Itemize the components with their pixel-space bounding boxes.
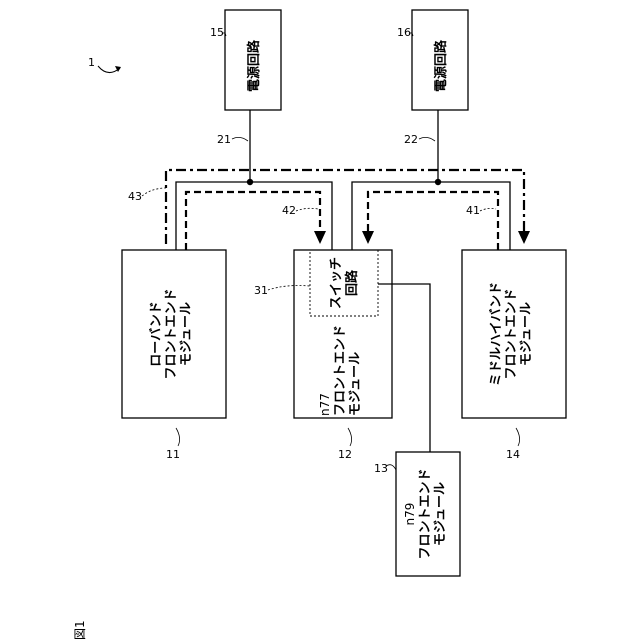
switch-circuit-ref: 31 xyxy=(254,284,268,297)
power-circuit-16-label: 電源回路 xyxy=(433,39,449,92)
n77-line-1: n77 xyxy=(318,393,332,416)
mid-high-band-line-1: ミドルハイバンド xyxy=(489,282,504,386)
system-ref-label: 1 xyxy=(88,56,95,69)
path-41-leader xyxy=(480,208,496,211)
path-43-leader xyxy=(142,188,166,196)
mid-high-band-module-ref: 14 xyxy=(506,448,520,461)
figure-label: 図1 xyxy=(73,620,87,640)
low-band-module-leader xyxy=(176,428,180,446)
n77-line-3: モジュール xyxy=(348,352,363,416)
mid-high-band-line-2: フロントエンド xyxy=(504,288,519,379)
path-41-dashed xyxy=(368,192,498,250)
path-43-arrowhead xyxy=(518,231,530,244)
path-41-ref: 41 xyxy=(466,204,480,217)
left-junction xyxy=(247,179,253,185)
right-junction xyxy=(435,179,441,185)
switch-circuit-line-2: 回路 xyxy=(344,269,360,296)
low-band-line-2: フロントエンド xyxy=(164,288,179,379)
path-42-ref: 42 xyxy=(282,204,296,217)
path-42-arrowhead xyxy=(314,231,326,244)
low-band-module-ref: 11 xyxy=(166,448,180,461)
low-band-line-3: モジュール xyxy=(179,302,194,366)
path-42-leader xyxy=(296,208,318,211)
low-band-line-1: ローバンド xyxy=(149,301,164,367)
power-circuit-15-ref: 15 xyxy=(210,26,224,39)
power-line-21-ref: 21 xyxy=(217,133,231,146)
switch-circuit-line-1: スイッチ xyxy=(329,257,344,309)
path-41-arrowhead xyxy=(362,231,374,244)
power-line-21-leader xyxy=(232,137,248,141)
low-band-module-text: ローバンド フロントエンド モジュール xyxy=(149,288,194,379)
power-circuit-16-ref: 16 xyxy=(397,26,411,39)
n79-line-2: フロントエンド xyxy=(418,468,433,559)
n79-line-3: モジュール xyxy=(433,482,448,546)
n77-module-ref: 12 xyxy=(338,448,352,461)
power-line-22-leader xyxy=(419,137,435,141)
mid-high-band-line-3: モジュール xyxy=(519,302,534,366)
path-42-dashed xyxy=(186,192,320,250)
mid-high-band-module-leader xyxy=(516,428,520,446)
power-line-22-ref: 22 xyxy=(404,133,418,146)
n79-line-1: n79 xyxy=(403,503,417,526)
n79-module-ref: 13 xyxy=(374,462,388,475)
n77-module-leader xyxy=(348,428,352,446)
n77-line-2: フロントエンド xyxy=(333,325,348,416)
path-43-ref: 43 xyxy=(128,190,142,203)
power-circuit-15-label: 電源回路 xyxy=(246,39,262,92)
